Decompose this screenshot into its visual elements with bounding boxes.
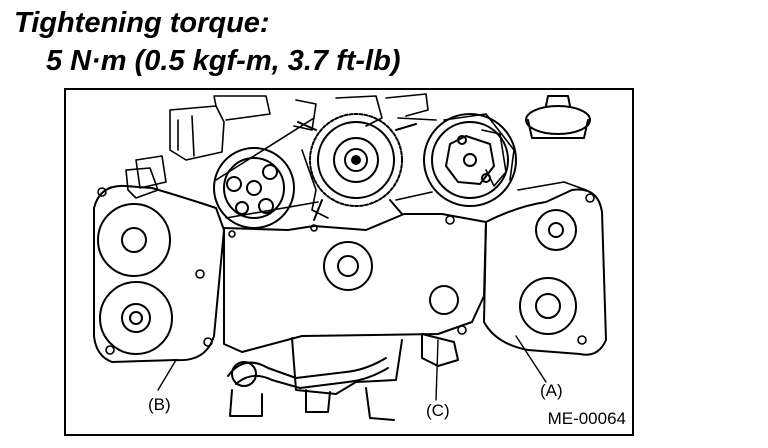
right-timing-belt-cover — [483, 188, 607, 356]
oil-pan-and-lower-parts — [227, 333, 459, 421]
callout-c: (C) — [426, 401, 450, 420]
steering-pump-pulley — [423, 113, 517, 207]
oil-filler-cap — [525, 95, 591, 139]
leader-line-c — [435, 339, 439, 401]
alternator — [297, 113, 417, 221]
torque-value: 5 N·m (0.5 kgf-m, 3.7 ft-lb) — [46, 45, 401, 77]
callout-b: (B) — [148, 395, 171, 414]
torque-heading: Tightening torque: — [14, 7, 270, 39]
callout-a: (A) — [540, 381, 563, 400]
figure-id: ME-00064 — [547, 409, 626, 428]
leader-line-b — [157, 359, 177, 391]
center-timing-belt-cover — [223, 213, 487, 353]
engine-front-drawing — [93, 93, 607, 421]
crank-pulley-center — [323, 241, 459, 315]
leader-line-a — [515, 335, 547, 383]
right-cam-sprocket — [519, 209, 577, 335]
drive-belt — [215, 117, 437, 219]
cover-bolts — [97, 187, 595, 355]
engine-diagram-frame: (A) (B) (C) ME-00064 — [64, 88, 634, 436]
idler-pulley — [213, 147, 295, 229]
left-cam-sprocket — [97, 203, 173, 355]
